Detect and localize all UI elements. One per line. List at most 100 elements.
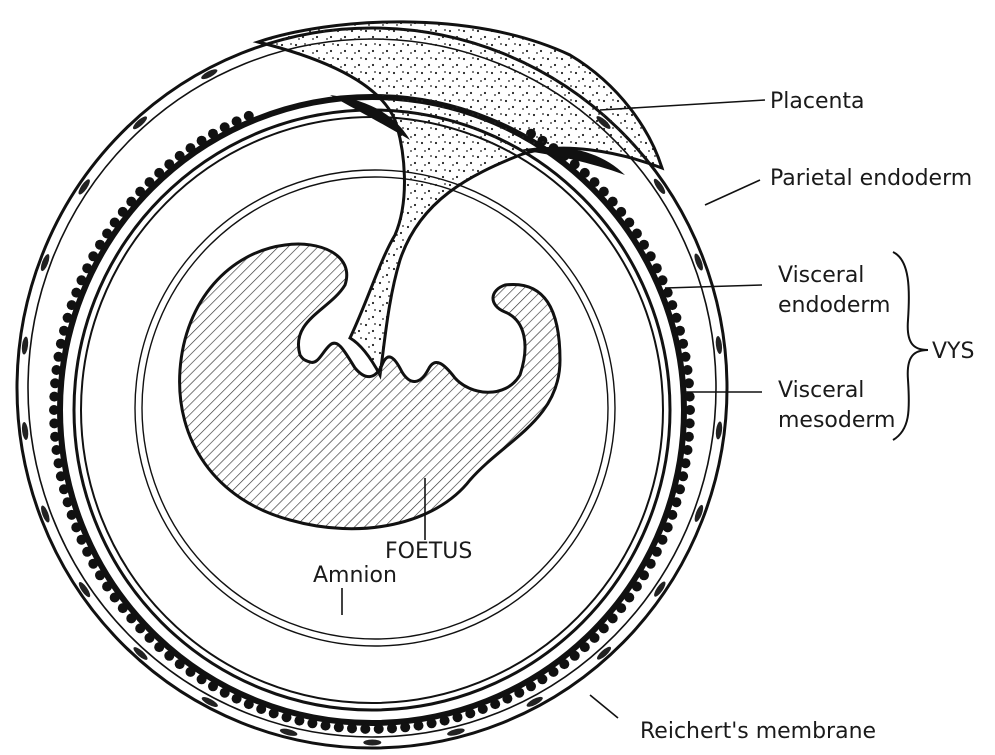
villus [608, 197, 618, 207]
villus [658, 535, 668, 545]
villus [59, 484, 69, 494]
villus [88, 559, 98, 569]
villus [514, 688, 524, 698]
villus [208, 129, 218, 139]
villus [56, 339, 66, 349]
villus [52, 445, 62, 455]
villus [186, 667, 196, 677]
villus [135, 623, 145, 633]
villus [683, 365, 693, 375]
villus [427, 718, 437, 728]
villus [197, 674, 207, 684]
villus [88, 251, 98, 261]
villus [175, 151, 185, 161]
villus [95, 570, 105, 580]
villus [321, 721, 331, 731]
villus [50, 432, 60, 442]
villus [684, 432, 694, 442]
villus [671, 497, 681, 507]
parietal-endoderm-cell [363, 740, 381, 746]
villus [678, 339, 688, 349]
villus [549, 667, 559, 677]
villus [590, 633, 600, 643]
villus [678, 471, 688, 481]
villus [154, 642, 164, 652]
villus [77, 535, 87, 545]
villus [440, 716, 450, 726]
villus [639, 570, 649, 580]
villus [663, 522, 673, 532]
villus [126, 613, 136, 623]
villus [675, 484, 685, 494]
villus [54, 458, 64, 468]
villus [632, 229, 642, 239]
villus [683, 445, 693, 455]
villus [110, 218, 120, 228]
villus [294, 716, 304, 726]
villus [685, 405, 695, 415]
label-visceral-endoderm-2: endoderm [778, 293, 891, 318]
villus [110, 593, 120, 603]
villus [118, 603, 128, 613]
villus [71, 288, 81, 298]
villus [347, 723, 357, 733]
villus [126, 197, 136, 207]
villus [135, 187, 145, 197]
villus [580, 168, 590, 178]
label-amnion: Amnion [313, 563, 397, 588]
label-placenta: Placenta [770, 89, 865, 114]
villus [244, 111, 254, 121]
villus [663, 288, 673, 298]
villus [145, 633, 155, 643]
villus [282, 712, 292, 722]
label-parietal-endoderm: Parietal endoderm [770, 166, 972, 191]
villus [49, 405, 59, 415]
villus [102, 229, 112, 239]
villus [652, 547, 662, 557]
villus [244, 699, 254, 709]
villus [658, 275, 668, 285]
villus [526, 681, 536, 691]
label-visceral-mesoderm-2: mesoderm [778, 408, 895, 433]
villus [639, 240, 649, 250]
villus [49, 392, 59, 402]
villus [570, 651, 580, 661]
villus [175, 659, 185, 669]
villus [681, 352, 691, 362]
villus [50, 378, 60, 388]
villus [453, 712, 463, 722]
villus [559, 659, 569, 669]
villus [164, 159, 174, 169]
villus [667, 300, 677, 310]
villus [63, 313, 73, 323]
villus [537, 674, 547, 684]
villus [208, 681, 218, 691]
label-visceral-endoderm-1: Visceral [778, 263, 864, 288]
villus [63, 497, 73, 507]
villus [52, 365, 62, 375]
parietal-endoderm-cell [21, 422, 29, 441]
villus [590, 177, 600, 187]
villus [414, 721, 424, 731]
villus [102, 582, 112, 592]
villus [616, 603, 626, 613]
villus [675, 326, 685, 336]
villus [232, 694, 242, 704]
villus [632, 582, 642, 592]
villus [59, 326, 69, 336]
villus [374, 724, 384, 734]
villus [67, 300, 77, 310]
villus [580, 642, 590, 652]
villus [154, 168, 164, 178]
villus [82, 263, 92, 273]
villus [400, 722, 410, 732]
parietal-endoderm-cell [715, 421, 723, 440]
villus [56, 471, 66, 481]
villus [95, 240, 105, 250]
villus [77, 275, 87, 285]
villus [307, 718, 317, 728]
villus [256, 704, 266, 714]
label-vys: VYS [932, 339, 974, 364]
villus [490, 699, 500, 709]
villus [232, 116, 242, 126]
